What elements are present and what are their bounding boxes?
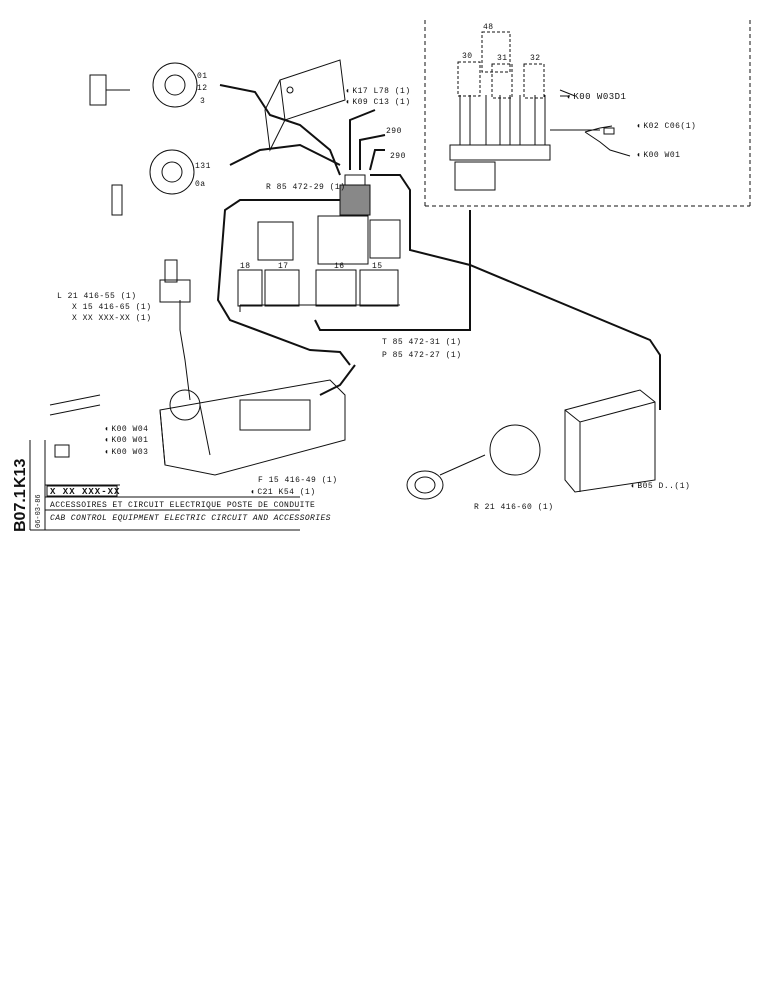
fuse-panel xyxy=(449,31,600,191)
callout-l21-416-55: L 21 416-55 (1) xyxy=(57,292,137,301)
bullet-icon: ◖ xyxy=(104,425,110,434)
fuse-number-48: 48 xyxy=(483,23,494,32)
bullet-icon: ◖ xyxy=(250,488,256,497)
control-panel-enclosure xyxy=(424,20,751,207)
block-number-18: 18 xyxy=(240,262,251,271)
bullet-icon: ◖ xyxy=(636,122,642,131)
callout-k17-l78: ◖K17 L78 (1) xyxy=(345,87,411,96)
callout-k00-w04: ◖K00 W04 xyxy=(104,425,149,434)
junction-box xyxy=(339,174,371,216)
terminal-290-a: 290 xyxy=(386,127,402,136)
bullet-icon: ◖ xyxy=(345,87,351,96)
title-english: CAB CONTROL EQUIPMENT ELECTRIC CIRCUIT A… xyxy=(50,514,331,523)
sheet-code-line1: K13 xyxy=(12,458,29,488)
callout-t85-472-31: T 85 472-31 (1) xyxy=(382,338,462,347)
callout-k00-w03d1: ◖K00 W03D1 xyxy=(566,92,627,102)
callout-xx-xxx-xx: X XX XXX-XX (1) xyxy=(72,314,152,323)
callout-k00-w03: ◖K00 W03 xyxy=(104,448,149,457)
fuse-number-30: 30 xyxy=(462,52,473,61)
sheet-date: 06-03-86 xyxy=(35,494,43,528)
control-console xyxy=(159,379,346,476)
callout-b05-d: ◖B05 D..(1) xyxy=(630,482,691,491)
terminal-12: 12 xyxy=(197,84,208,93)
connector-housing xyxy=(264,59,346,152)
bullet-icon: ◖ xyxy=(104,436,110,445)
block-number-16: 16 xyxy=(334,262,345,271)
sheet-serial: X XX XXX-XX xyxy=(50,487,121,497)
bullet-icon: ◖ xyxy=(345,98,351,107)
bullet-icon: ◖ xyxy=(636,151,642,160)
terminal-3: 3 xyxy=(200,97,206,106)
terminal-290-b: 290 xyxy=(390,152,406,161)
fuse-number-32: 32 xyxy=(530,54,541,63)
callout-k00-w01-left: ◖K00 W01 xyxy=(104,436,149,445)
terminal-131: 131 xyxy=(195,162,211,171)
callout-x15-416-65: X 15 416-65 (1) xyxy=(72,303,152,312)
gauge xyxy=(406,424,541,500)
sheet-code-line2: B07.1 xyxy=(12,489,29,532)
right-connectors xyxy=(584,125,631,157)
block-number-15: 15 xyxy=(372,262,383,271)
callout-r21-416-60: R 21 416-60 (1) xyxy=(474,503,554,512)
callout-f15-416-49: F 15 416-49 (1) xyxy=(258,476,338,485)
title-block xyxy=(29,440,300,531)
callout-p85-472-27: P 85 472-27 (1) xyxy=(382,351,462,360)
callout-k00-w01-right: ◖K00 W01 xyxy=(636,151,681,160)
block-number-17: 17 xyxy=(278,262,289,271)
left-levers xyxy=(49,394,101,458)
rotary-switch-top xyxy=(89,62,198,108)
callout-k09-c13: ◖K09 C13 (1) xyxy=(345,98,411,107)
bullet-icon: ◖ xyxy=(630,482,636,491)
callout-r85-472-29: R 85 472-29 (1) xyxy=(266,183,346,192)
title-french: ACCESSOIRES ET CIRCUIT ELECTRIQUE POSTE … xyxy=(50,501,316,510)
fuse-number-31: 31 xyxy=(497,54,508,63)
terminal-01: 01 xyxy=(197,72,208,81)
callout-k02-c06: ◖K02 C06(1) xyxy=(636,122,697,131)
harness-lines xyxy=(216,84,661,410)
joystick xyxy=(159,259,191,401)
bullet-icon: ◖ xyxy=(104,448,110,457)
battery-box xyxy=(564,389,656,493)
rotary-switch-bottom xyxy=(111,149,195,216)
bullet-icon: ◖ xyxy=(566,93,572,102)
terminal-0a: 0a xyxy=(195,180,206,189)
callout-c21-k54: ◖C21 K54 (1) xyxy=(250,488,316,497)
relay-blocks xyxy=(237,215,401,312)
